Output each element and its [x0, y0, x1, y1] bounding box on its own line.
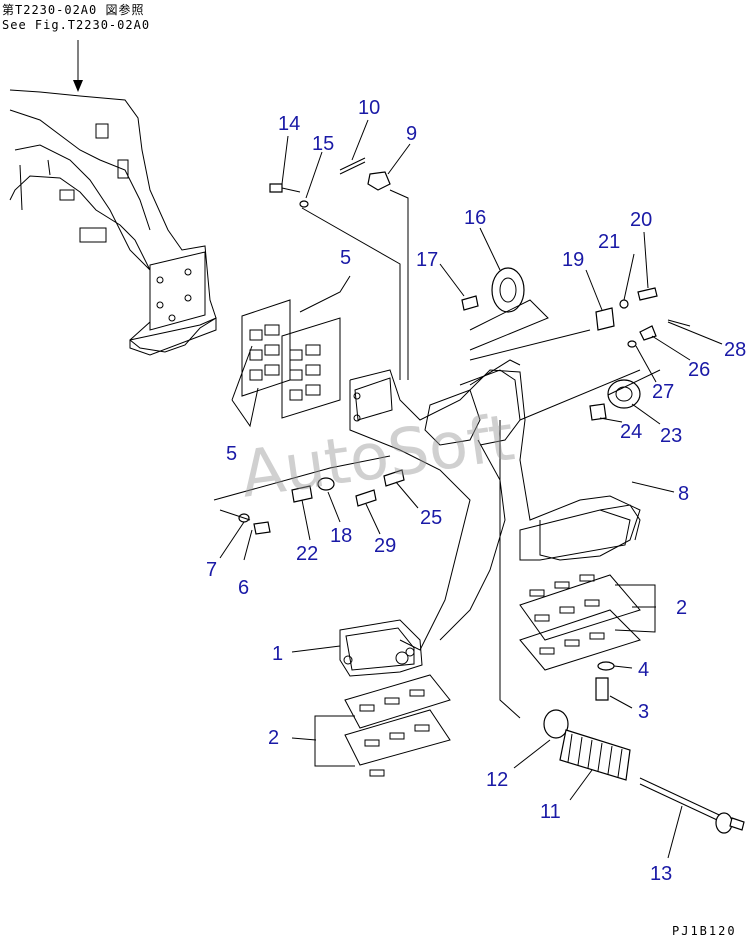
callout-27: 27 [652, 381, 674, 403]
plates-item-2-right [519, 574, 656, 671]
callout-10: 10 [358, 97, 380, 119]
plates-item-5 [231, 275, 351, 428]
leader-lines [219, 119, 723, 859]
callout-1: 1 [272, 643, 283, 665]
callout-5-bottom: 5 [226, 443, 237, 465]
reference-arrow [73, 40, 83, 92]
callout-18: 18 [330, 525, 352, 547]
drawing-code: PJ1B120 [672, 924, 737, 938]
callout-15: 15 [312, 133, 334, 155]
callout-8: 8 [678, 483, 689, 505]
callout-4: 4 [638, 659, 649, 681]
hardware-lower [238, 469, 405, 535]
callout-2-right: 2 [676, 597, 687, 619]
callout-25: 25 [420, 507, 442, 529]
callout-3: 3 [638, 701, 649, 723]
callout-16: 16 [464, 207, 486, 229]
reference-text-en: See Fig.T2230-02A0 [2, 18, 151, 32]
assembly-lines [213, 189, 661, 719]
hardware-bottom [543, 661, 745, 834]
callout-labels: 1 2 2 3 4 5 5 6 7 8 9 10 11 12 13 14 15 … [206, 97, 746, 885]
callout-28: 28 [724, 339, 746, 361]
callout-13: 13 [650, 863, 672, 885]
callout-7: 7 [206, 559, 217, 581]
callout-22: 22 [296, 543, 318, 565]
callout-17: 17 [416, 249, 438, 271]
callout-21: 21 [598, 231, 620, 253]
pedal-body [339, 359, 641, 677]
reference-text-jp: 第T2230-02A0 図参照 [2, 3, 145, 17]
callout-11: 11 [540, 801, 561, 823]
callout-12: 12 [486, 769, 508, 791]
callout-24: 24 [620, 421, 642, 443]
callout-5-top: 5 [340, 247, 351, 269]
callout-2-left: 2 [268, 727, 279, 749]
callout-29: 29 [374, 535, 396, 557]
frame-assembly [9, 89, 217, 356]
callout-20: 20 [630, 209, 652, 231]
callout-26: 26 [688, 359, 710, 381]
callout-23: 23 [660, 425, 682, 447]
callout-6: 6 [238, 577, 249, 599]
callout-19: 19 [562, 249, 584, 271]
callout-9: 9 [406, 123, 417, 145]
plates-item-2-left [314, 674, 451, 777]
hardware-upper [269, 157, 691, 421]
callout-14: 14 [278, 113, 300, 135]
